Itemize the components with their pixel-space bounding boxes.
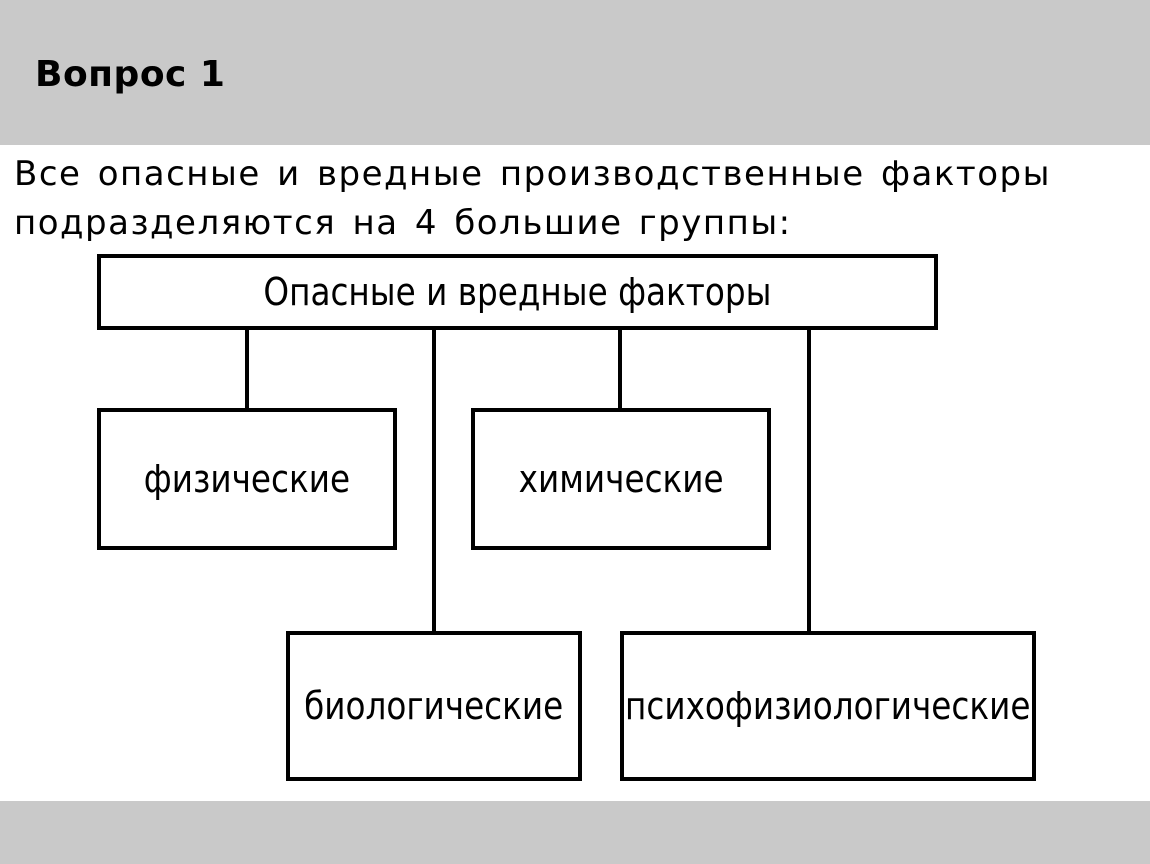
intro-text: Все опасные и вредные производственные ф… — [14, 154, 1051, 243]
diagram-box-root-label: Опасные и вредные факторы — [263, 270, 772, 314]
diagram-box-physical: физические — [97, 408, 397, 550]
footer-band: 10 — [0, 801, 1150, 864]
diagram-box-psychophysiological-label: психофизиологические — [625, 684, 1031, 728]
diagram-box-physical-label: физические — [143, 457, 351, 501]
header-band: Вопрос 1 — [0, 0, 1150, 145]
diagram-box-biological-label: биологические — [304, 684, 564, 728]
connector-line-biological — [432, 330, 436, 631]
diagram-box-biological: биологические — [286, 631, 582, 781]
slide-title: Вопрос 1 — [35, 54, 226, 95]
diagram-box-chemical-label: химические — [518, 457, 724, 501]
connector-line-psychophysiological — [807, 330, 811, 631]
diagram-box-psychophysiological: психофизиологические — [620, 631, 1036, 781]
diagram-box-root: Опасные и вредные факторы — [97, 254, 938, 330]
connector-line-physical — [245, 330, 249, 408]
connector-line-chemical — [618, 330, 622, 408]
diagram-box-chemical: химические — [471, 408, 771, 550]
